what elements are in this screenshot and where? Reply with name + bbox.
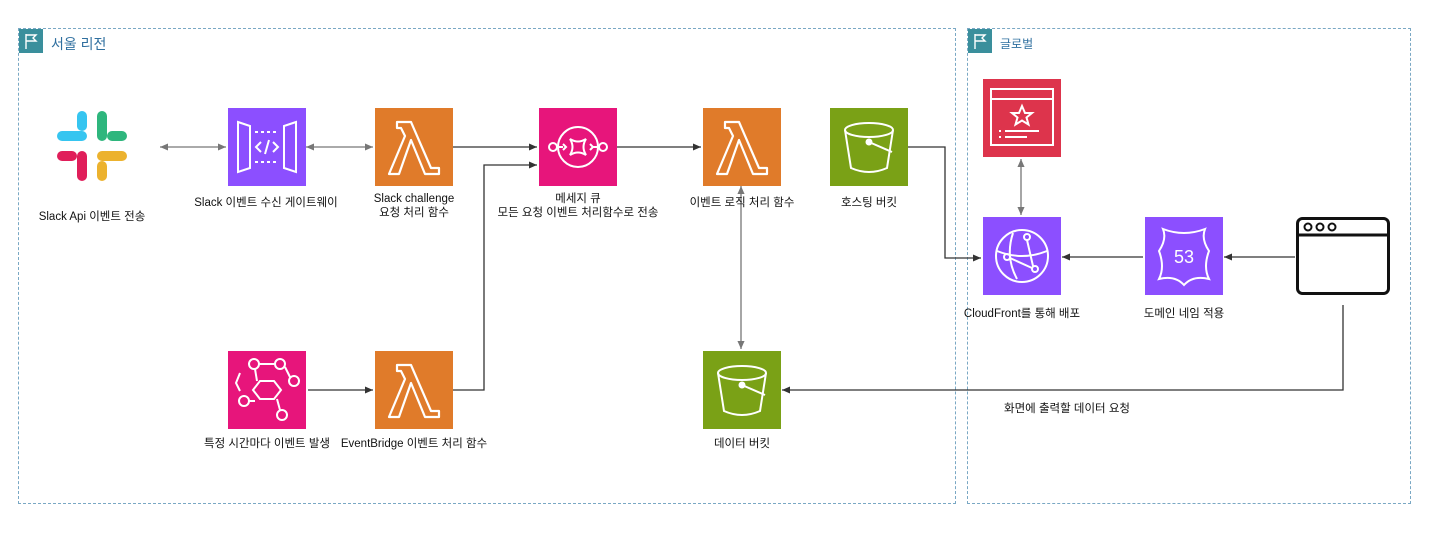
flag-icon [19, 29, 43, 53]
lambda-challenge-label-line1: Slack challenge [373, 193, 455, 205]
hosting-bucket-node[interactable] [830, 108, 908, 186]
cloudfront-label: CloudFront를 통해 배포 [963, 308, 1081, 320]
lambda-icon [387, 120, 441, 176]
region-seoul-label: 서울 리전 [51, 36, 107, 52]
lambda-challenge-label-line2: 요청 처리 함수 [379, 207, 449, 219]
lambda-eventbridge-node[interactable] [375, 351, 453, 429]
lambda-logic-label: 이벤트 로직 처리 함수 [689, 197, 795, 209]
edge-browser-databucket [782, 305, 1344, 394]
slack-node[interactable] [53, 107, 131, 185]
edge-hosting-cloudfront [908, 146, 981, 262]
message-queue-label: 메세지 큐 모든 요청 이벤트 처리함수로 전송 [498, 192, 659, 220]
cloudfront-icon [995, 229, 1049, 283]
edge-eventbridge-lambda-queue [453, 161, 537, 391]
slack-logo-icon [57, 111, 127, 181]
region-global: 글로벌 [967, 28, 1411, 504]
lambda-challenge-label: Slack challenge 요청 처리 함수 [374, 192, 455, 220]
certificate-manager-icon [990, 88, 1054, 146]
eventbridge-node[interactable] [228, 351, 306, 429]
lambda-eventbridge-label: EventBridge 이벤트 처리 함수 [340, 438, 488, 450]
eventbridge-label: 특정 시간마다 이벤트 발생 [204, 438, 330, 450]
eventbridge-icon [234, 358, 300, 421]
s3-bucket-icon [844, 122, 894, 173]
edge-request-label: 화면에 출력할 데이터 요청 [1004, 403, 1130, 415]
slack-api-label: Slack Api 이벤트 전송 [38, 211, 146, 223]
sqs-icon [548, 126, 608, 168]
route53-number: 53 [1174, 247, 1194, 267]
route53-node[interactable]: 53 [1145, 217, 1223, 295]
s3-bucket-icon [717, 365, 767, 416]
data-bucket-label: 데이터 버킷 [713, 438, 771, 450]
api-gateway-icon [237, 120, 297, 174]
message-queue-label-line1: 메세지 큐 [555, 193, 601, 205]
lambda-challenge-node[interactable] [375, 108, 453, 186]
lambda-icon [715, 120, 769, 176]
browser-node[interactable] [1296, 217, 1390, 295]
route53-icon: 53 [1157, 227, 1211, 287]
api-gateway-label: Slack 이벤트 수신 게이트웨이 [194, 197, 338, 209]
data-bucket-node[interactable] [703, 351, 781, 429]
lambda-logic-node[interactable] [703, 108, 781, 186]
flag-icon [968, 29, 992, 53]
certificate-node[interactable] [983, 79, 1061, 157]
message-queue-label-line2: 모든 요청 이벤트 처리함수로 전송 [497, 207, 659, 219]
browser-window-icon [1296, 217, 1390, 295]
lambda-icon [387, 363, 441, 419]
hosting-bucket-label: 호스팅 버킷 [840, 197, 898, 209]
message-queue-node[interactable] [539, 108, 617, 186]
api-gateway-node[interactable] [228, 108, 306, 186]
cloudfront-node[interactable] [983, 217, 1061, 295]
route53-label: 도메인 네임 적용 [1143, 308, 1225, 320]
region-seoul: 서울 리전 [18, 28, 956, 504]
region-global-label: 글로벌 [1000, 37, 1034, 51]
